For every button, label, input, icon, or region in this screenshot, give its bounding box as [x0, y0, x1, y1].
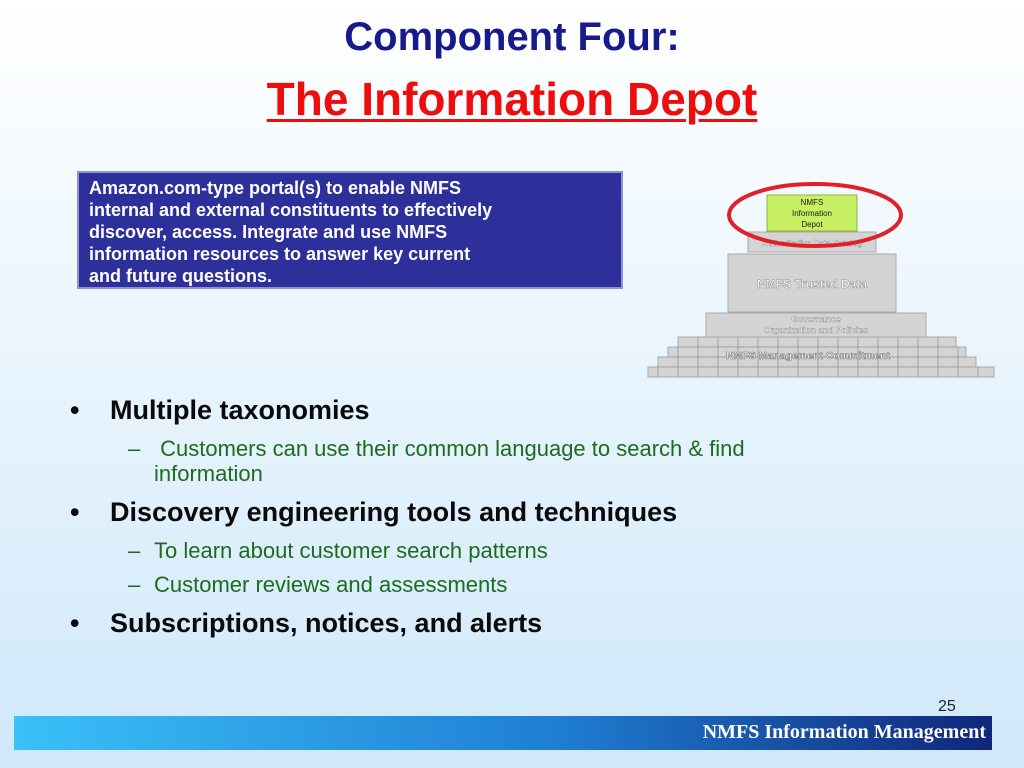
brick	[677, 336, 699, 348]
brick	[937, 366, 959, 378]
brick	[757, 366, 779, 378]
governance-block	[705, 312, 927, 338]
governance-sublabel: Organization and Policies	[764, 325, 868, 335]
depot-label-line: Information	[792, 209, 832, 218]
catalog-block	[747, 231, 877, 253]
bullet-list: • Multiple taxonomies – Customers can us…	[70, 394, 970, 639]
brick	[857, 366, 879, 378]
bullet-text: Subscriptions, notices, and alerts	[110, 608, 543, 638]
brick	[737, 366, 759, 378]
brick	[647, 366, 659, 378]
description-line: and future questions.	[89, 266, 273, 286]
brick	[667, 346, 679, 358]
brick	[717, 366, 739, 378]
brick	[697, 346, 719, 358]
brick	[897, 366, 919, 378]
sub-bullet-marker: –	[128, 572, 141, 597]
brick	[837, 366, 859, 378]
brick	[817, 366, 839, 378]
bullet-item: • Subscriptions, notices, and alerts	[70, 607, 970, 639]
description-line: discover, access. Integrate and use NMFS	[89, 222, 448, 242]
governance-label: Governance	[791, 314, 840, 324]
sub-bullet-text: Customer reviews and assessments	[154, 572, 508, 597]
bullet-marker: •	[70, 395, 80, 425]
brick	[917, 356, 939, 368]
description-line: Amazon.com-type portal(s) to enable NMFS	[89, 178, 462, 198]
brick	[917, 346, 939, 358]
sub-bullet-item: – Customers can use their common languag…	[70, 436, 970, 486]
brick	[657, 366, 679, 378]
brick	[877, 336, 899, 348]
bullet-text: Discovery engineering tools and techniqu…	[110, 497, 678, 527]
brick	[797, 336, 819, 348]
catalog-label: Authoritative Data Catalog	[762, 239, 863, 248]
bullet-marker: •	[70, 608, 80, 638]
brick	[697, 356, 719, 368]
depot-block	[766, 194, 858, 232]
depot-label-line: NMFS	[801, 198, 824, 207]
brick	[937, 346, 959, 358]
brick	[897, 336, 919, 348]
depot-label-line: Depot	[801, 220, 823, 229]
brick-base	[647, 336, 995, 378]
brick	[917, 366, 939, 378]
description-line: internal and external constituents to ef…	[89, 200, 493, 220]
sub-bullet-marker: –	[128, 538, 141, 563]
brick	[837, 336, 859, 348]
base-label: NMFS Management Commitment	[726, 350, 890, 362]
brick	[917, 336, 939, 348]
trusted-data-label: NMFS Trusted Data	[757, 277, 867, 291]
trusted-data-block	[727, 253, 897, 313]
footer-text: NMFS Information Management	[702, 721, 986, 743]
brick	[897, 356, 919, 368]
slide-subtitle: The Information Depot	[266, 73, 758, 125]
slide-number: 25	[938, 698, 956, 715]
brick	[677, 366, 699, 378]
bullet-text: Multiple taxonomies	[110, 395, 370, 425]
brick	[957, 356, 977, 368]
brick	[897, 346, 919, 358]
brick	[977, 366, 995, 378]
brick	[877, 366, 899, 378]
sub-bullet-text: Customers can use their common language …	[154, 436, 745, 461]
highlight-ellipse	[727, 182, 903, 248]
brick	[697, 366, 719, 378]
brick	[817, 336, 839, 348]
brick	[957, 346, 967, 358]
bullet-marker: •	[70, 497, 80, 527]
brick	[677, 356, 699, 368]
brick	[937, 336, 957, 348]
footer-bar: NMFS Information Management	[14, 716, 992, 750]
brick	[737, 336, 759, 348]
slide-title: Component Four:	[344, 15, 680, 59]
brick	[937, 356, 959, 368]
brick	[777, 336, 799, 348]
information-pyramid-diagram: Governance Organization and Policies NMF…	[647, 182, 995, 378]
sub-bullet-marker: –	[128, 436, 141, 461]
brick	[697, 336, 719, 348]
description-line: information resources to answer key curr…	[89, 244, 471, 264]
brick	[797, 366, 819, 378]
bullet-item: • Multiple taxonomies	[70, 394, 970, 426]
sub-bullet-text-continued: information	[154, 461, 263, 486]
bullet-item: • Discovery engineering tools and techni…	[70, 496, 970, 528]
description-box: Amazon.com-type portal(s) to enable NMFS…	[77, 171, 623, 289]
brick	[717, 336, 739, 348]
sub-bullet-item: – Customer reviews and assessments	[70, 572, 970, 597]
brick	[757, 336, 779, 348]
brick	[957, 366, 979, 378]
brick	[657, 356, 679, 368]
brick	[777, 366, 799, 378]
brick	[677, 346, 699, 358]
brick	[857, 336, 879, 348]
sub-bullet-text: To learn about customer search patterns	[154, 538, 548, 563]
sub-bullet-item: – To learn about customer search pattern…	[70, 538, 970, 563]
